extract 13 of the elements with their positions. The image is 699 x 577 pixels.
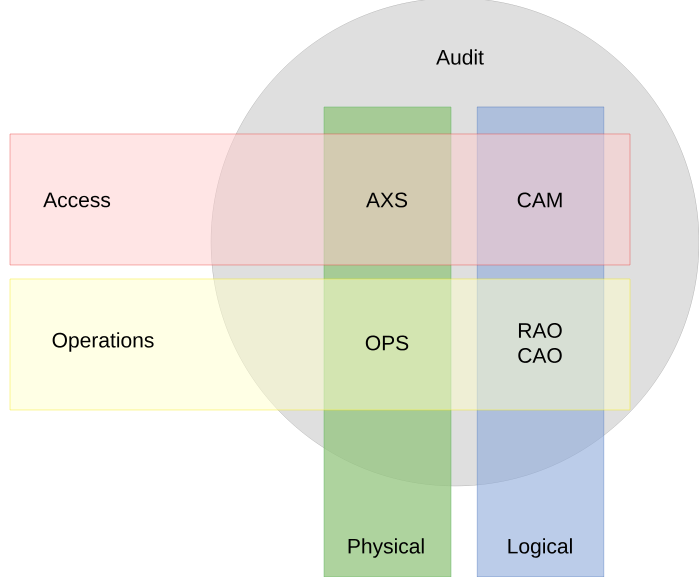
cell-label: RAO CAO: [518, 323, 562, 363]
horizontal-band: [10, 134, 630, 266]
band-label: Operations: [52, 332, 154, 352]
band-label: Access: [43, 192, 110, 208]
vertical-band: [324, 106, 452, 577]
band-label: Logical: [508, 538, 572, 558]
band-label: Physical: [348, 538, 424, 558]
band-label: Audit: [436, 49, 484, 65]
cell-label: AXS: [366, 192, 408, 208]
cell-label: OPS: [366, 336, 408, 350]
vertical-band: [476, 106, 604, 577]
cell-label: CAM: [518, 192, 562, 208]
horizontal-band: [10, 278, 630, 410]
